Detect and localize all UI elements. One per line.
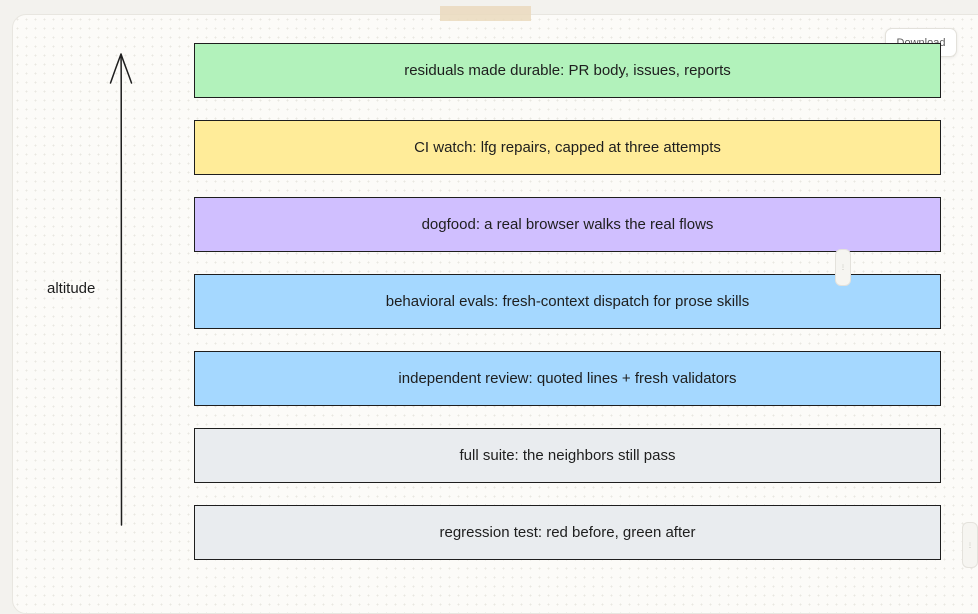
layer-label: regression test: red before, green after <box>439 524 696 541</box>
layer-dogfood[interactable]: dogfood: a real browser walks the real f… <box>194 197 941 252</box>
layer-full-suite[interactable]: full suite: the neighbors still pass <box>194 428 941 483</box>
axis-label: altitude <box>47 280 96 297</box>
resize-handle[interactable]: ⋮ <box>962 522 978 568</box>
layer-label: dogfood: a real browser walks the real f… <box>421 216 714 233</box>
layer-label: full suite: the neighbors still pass <box>459 447 676 464</box>
resize-handle[interactable]: ⋮ <box>835 249 851 286</box>
layer-label: behavioral evals: fresh-context dispatch… <box>385 293 750 310</box>
layer-behavioral-evals[interactable]: behavioral evals: fresh-context dispatch… <box>194 274 941 329</box>
tape-decoration <box>440 6 531 21</box>
layer-label: residuals made durable: PR body, issues,… <box>404 62 731 79</box>
layer-residuals[interactable]: residuals made durable: PR body, issues,… <box>194 43 941 98</box>
layer-independent-review[interactable]: independent review: quoted lines + fresh… <box>194 351 941 406</box>
layer-ci-watch[interactable]: CI watch: lfg repairs, capped at three a… <box>194 120 941 175</box>
altitude-arrow <box>109 53 133 526</box>
layer-label: CI watch: lfg repairs, capped at three a… <box>414 139 721 156</box>
layer-regression-test[interactable]: regression test: red before, green after <box>194 505 941 560</box>
layer-label: independent review: quoted lines + fresh… <box>398 370 737 387</box>
